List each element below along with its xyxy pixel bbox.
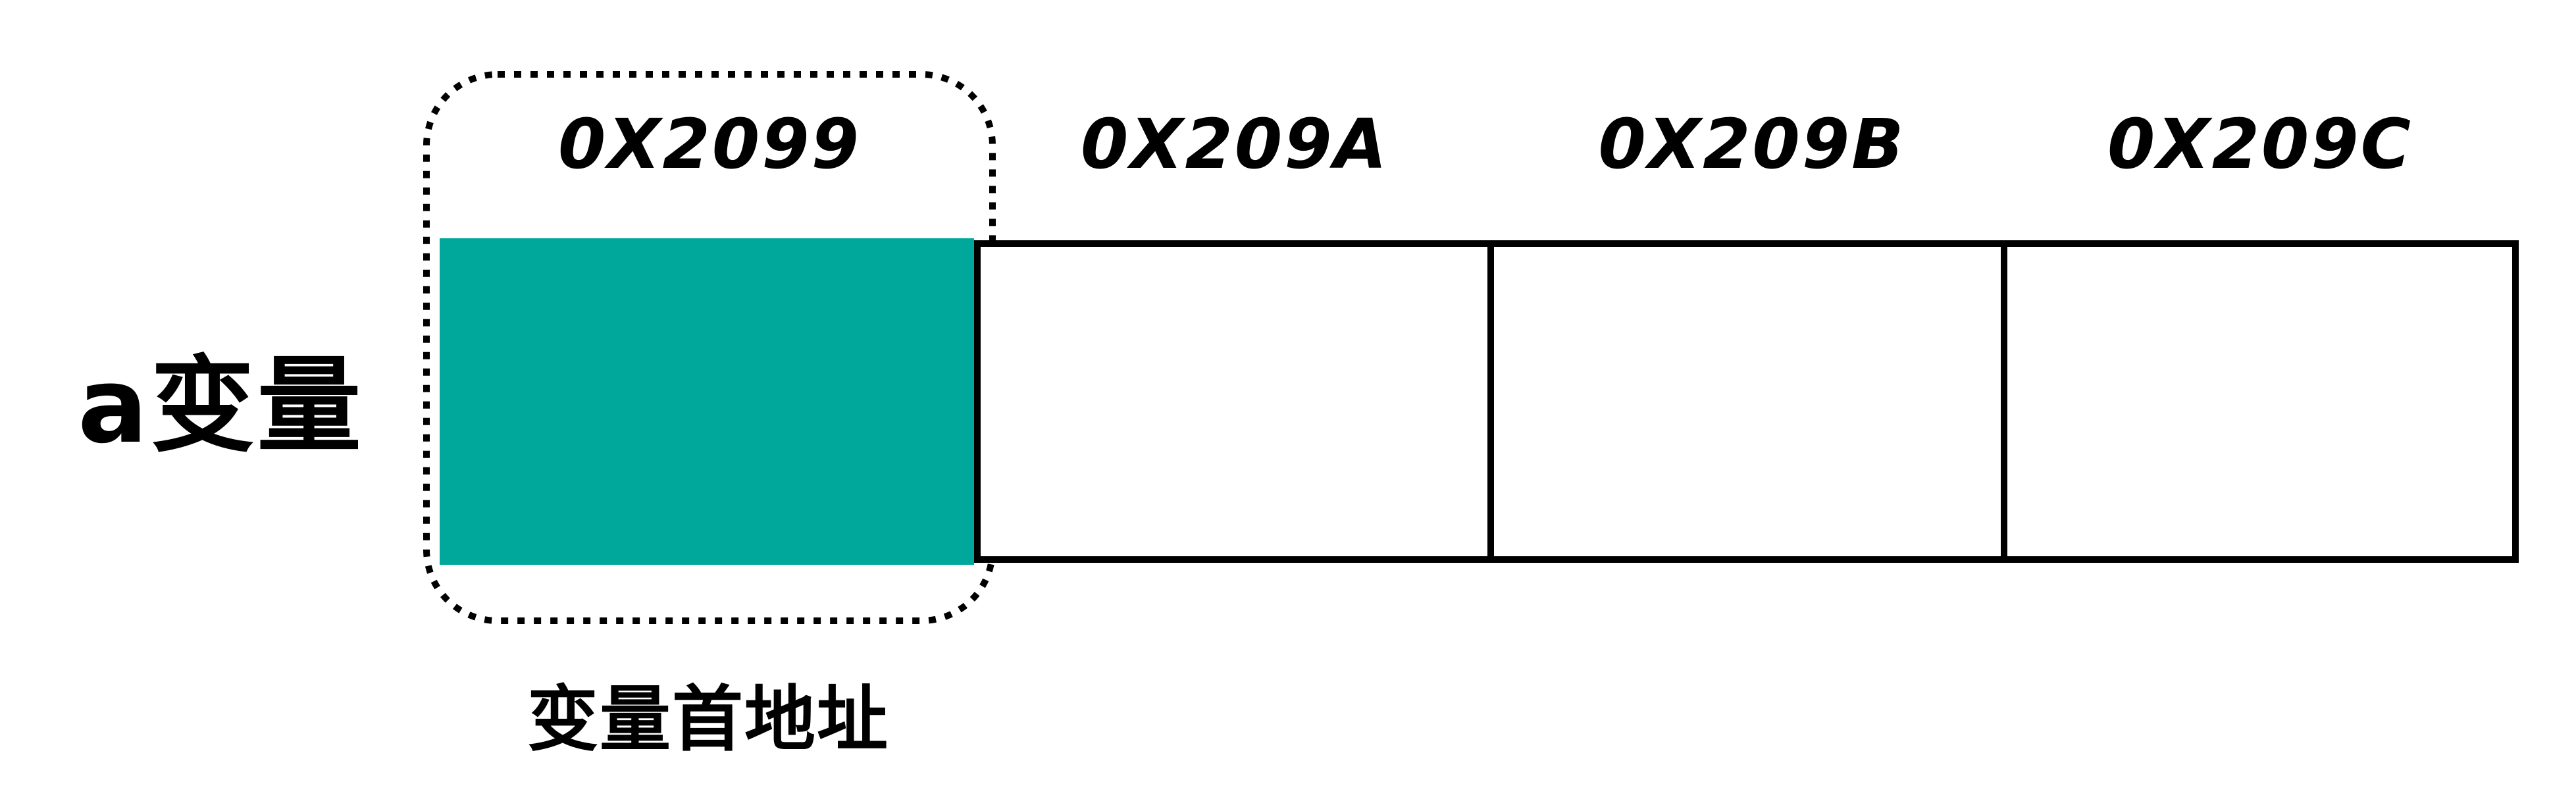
variable-name-label: a变量 [78, 346, 364, 467]
address-label-0x209b: 0X209B [1598, 104, 1906, 184]
memory-cell-filled [440, 238, 974, 565]
address-label-0x209a: 0X209A [1080, 104, 1389, 184]
address-label-0x209c: 0X209C [2107, 104, 2413, 184]
memory-cell [1487, 240, 2007, 563]
memory-cell [2001, 240, 2519, 563]
address-label-0x2099: 0X2099 [558, 104, 861, 184]
memory-cell [974, 240, 1494, 563]
first-address-caption: 变量首地址 [527, 679, 890, 761]
